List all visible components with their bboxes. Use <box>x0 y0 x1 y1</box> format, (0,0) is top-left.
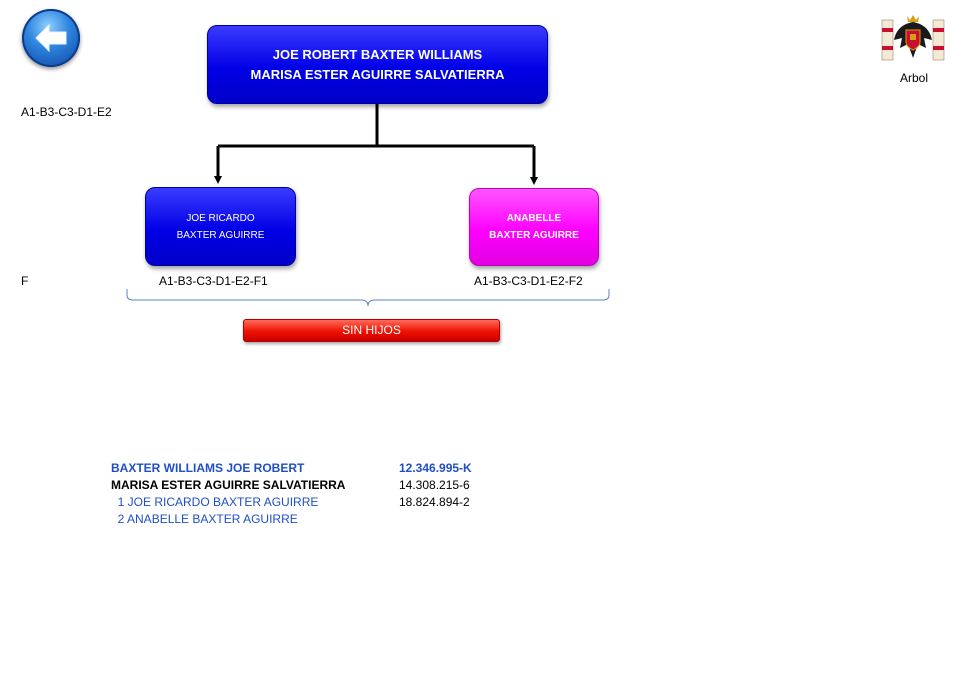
info-row-3-name: 1 JOE RICARDO BAXTER AGUIRRE <box>111 495 319 509</box>
info-row-2-id: 14.308.215-6 <box>399 478 470 492</box>
child-2-surnames: BAXTER AGUIRRE <box>489 230 579 241</box>
no-children-status-bar: SIN HIJOS <box>243 319 500 342</box>
back-arrow-icon <box>35 23 67 53</box>
child-1-first-name: JOE RICARDO <box>186 212 255 224</box>
info-row-2-name: MARISA ESTER AGUIRRE SALVATIERRA <box>111 478 346 492</box>
info-row-4-name: 2 ANABELLE BAXTER AGUIRRE <box>111 512 298 526</box>
coat-of-arms-icon[interactable] <box>880 14 946 66</box>
child-2-first-name: ANABELLE <box>506 213 562 224</box>
info-row-1-id: 12.346.995-K <box>399 461 472 475</box>
child-node-2[interactable]: ANABELLE BAXTER AGUIRRE <box>469 188 599 266</box>
child-generation-label: F <box>21 274 29 288</box>
child-2-code: A1-B3-C3-D1-E2-F2 <box>474 274 583 288</box>
crest-label: Arbol <box>899 71 928 85</box>
info-row-3-id: 18.824.894-2 <box>399 495 470 509</box>
parents-node[interactable]: JOE ROBERT BAXTER WILLIAMS MARISA ESTER … <box>207 25 548 104</box>
mother-name: MARISA ESTER AGUIRRE SALVATIERRA <box>250 66 505 82</box>
children-brace <box>126 289 610 307</box>
parent-generation-code: A1-B3-C3-D1-E2 <box>21 105 112 119</box>
child-1-surnames: BAXTER AGUIRRE <box>176 229 265 241</box>
father-name: JOE ROBERT BAXTER WILLIAMS <box>272 46 483 62</box>
child-node-1[interactable]: JOE RICARDO BAXTER AGUIRRE <box>145 187 296 266</box>
back-button[interactable] <box>22 9 80 67</box>
info-row-1-name: BAXTER WILLIAMS JOE ROBERT <box>111 461 305 475</box>
child-1-code: A1-B3-C3-D1-E2-F1 <box>159 274 268 288</box>
